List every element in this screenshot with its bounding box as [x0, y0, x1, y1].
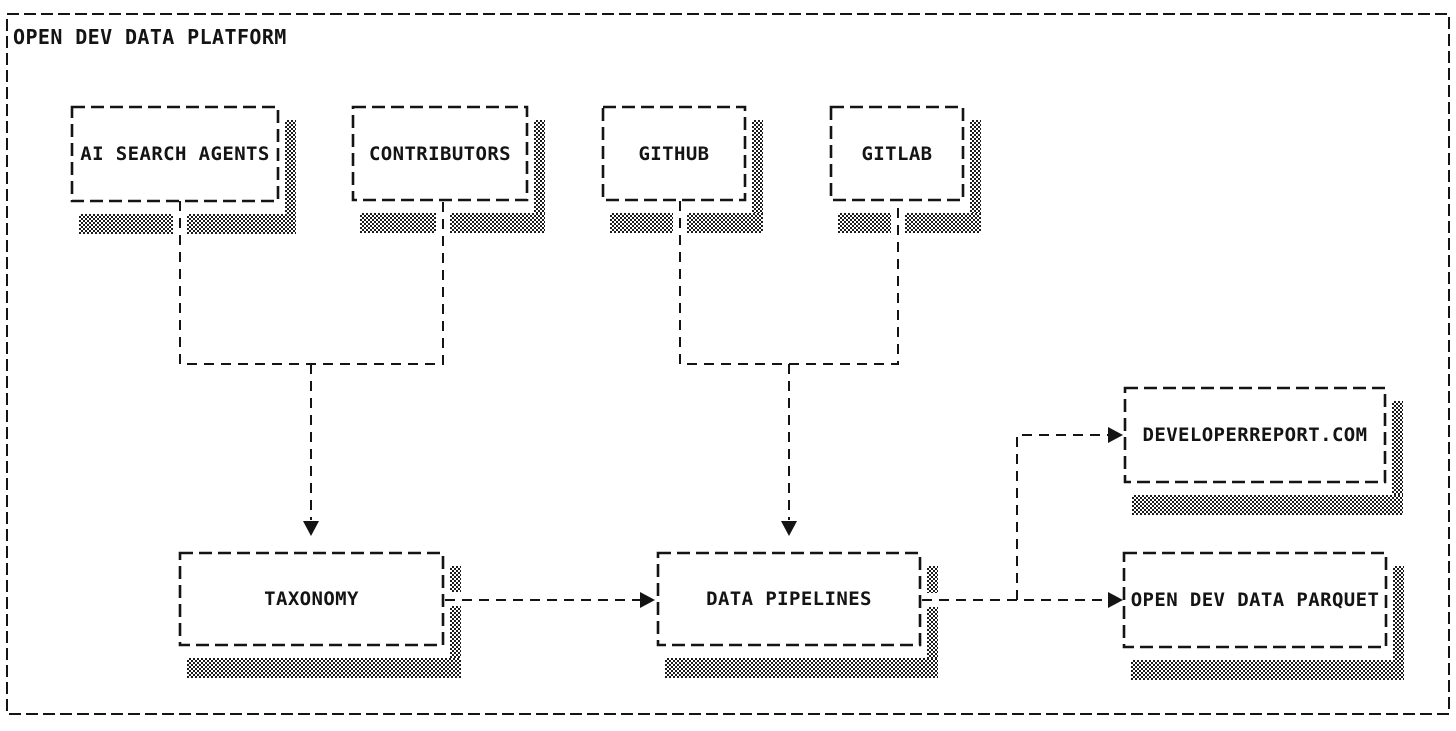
- edge-pipelines-to-developerreport-line: [1017, 435, 1108, 600]
- arrowhead-into-developerreport: [1108, 427, 1123, 443]
- shadow: [687, 213, 763, 233]
- node-contributors-label: CONTRIBUTORS: [368, 142, 512, 165]
- shadow: [450, 566, 461, 592]
- node-ai-search-agents-box: [72, 107, 278, 201]
- node-taxonomy-label: TAXONOMY: [264, 588, 359, 610]
- node-developerreport-com-label: DEVELOPERREPORT.COM: [1142, 424, 1368, 446]
- node-developerreport-com-box: [1125, 388, 1385, 482]
- shadow: [927, 566, 938, 593]
- edge-sources-to-taxonomy-merge-line: [180, 201, 443, 364]
- node-gitlab-box: [831, 107, 963, 200]
- shadow: [534, 120, 545, 232]
- shadow: [665, 658, 938, 678]
- node-open-dev-data-parquet-label: OPEN DEV DATA PARQUET: [1130, 589, 1380, 611]
- node-open-dev-data-parquet-box: [1124, 553, 1386, 647]
- arrowhead-into-data-pipelines-left: [640, 592, 655, 608]
- shadow: [752, 120, 763, 232]
- shadow: [1132, 495, 1403, 515]
- shadow: [450, 606, 461, 677]
- shadow: [187, 658, 461, 678]
- node-github-box: [603, 107, 745, 200]
- node-ai-search-agents-label: AI SEARCH AGENTS: [80, 143, 270, 165]
- arrowhead-into-parquet: [1108, 592, 1123, 608]
- shadow: [610, 213, 673, 233]
- arrowhead-into-taxonomy: [303, 521, 319, 536]
- shadow: [1393, 566, 1404, 679]
- node-data-pipelines-box: [658, 553, 920, 645]
- edge-git-to-pipelines-merge-line: [680, 201, 898, 364]
- shadow: [970, 120, 981, 232]
- shadow: [1392, 401, 1403, 514]
- shadow: [927, 607, 938, 677]
- shadow: [838, 213, 891, 233]
- node-taxonomy-box: [180, 553, 443, 645]
- arrowhead-into-data-pipelines-top: [781, 521, 797, 536]
- shadow: [450, 213, 545, 233]
- node-gitlab-label: GITLAB: [861, 142, 933, 165]
- diagram-title: OPEN DEV DATA PLATFORM: [13, 25, 287, 49]
- shadow: [1131, 660, 1404, 680]
- outer-frame: [7, 14, 1449, 714]
- node-data-pipelines-label: DATA PIPELINES: [706, 588, 872, 610]
- shadow: [360, 213, 436, 233]
- shadow: [79, 214, 173, 234]
- node-github-label: GITHUB: [638, 142, 710, 165]
- shadow: [285, 120, 296, 233]
- shadow: [905, 213, 981, 233]
- shadow: [187, 214, 296, 234]
- node-contributors-box: [353, 107, 527, 200]
